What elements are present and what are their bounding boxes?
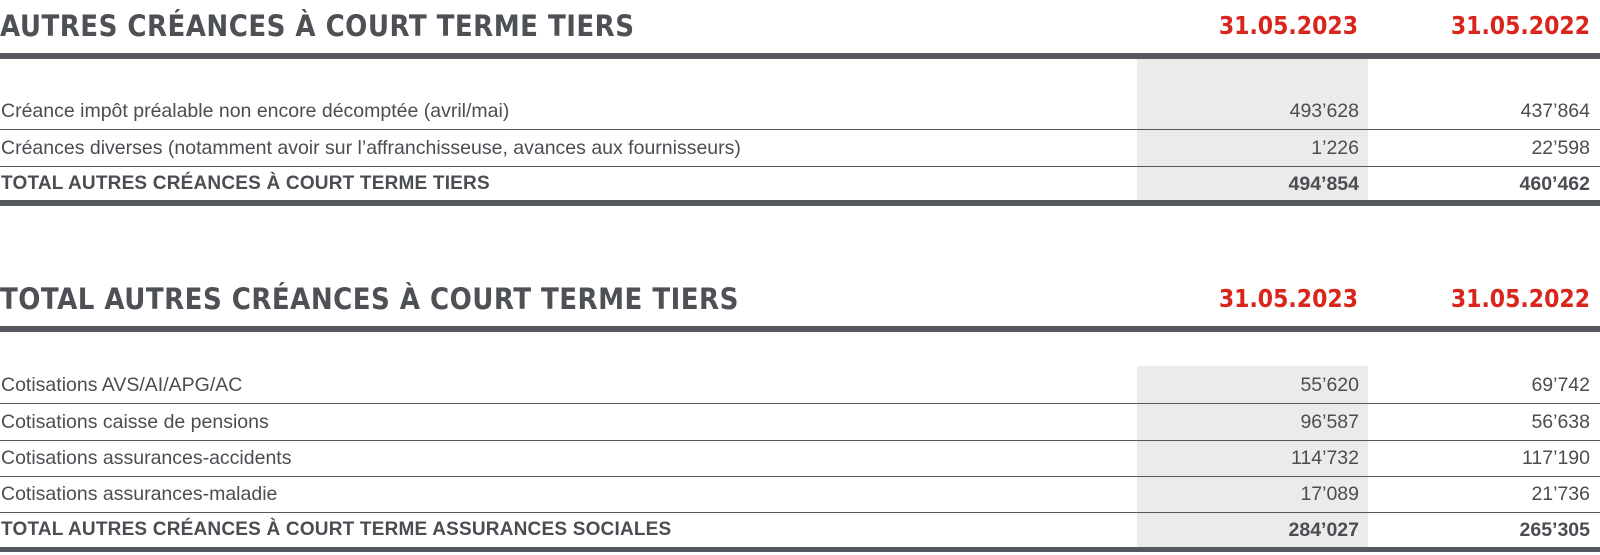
column-header-2023: 31.05.2023: [1218, 11, 1358, 40]
value-2022: 69’742: [1531, 374, 1590, 396]
table-row: Cotisations AVS/AI/APG/AC 55’620 69’742: [0, 367, 1600, 404]
value-2022: 22’598: [1531, 137, 1590, 159]
column-header-2022: 31.05.2022: [1450, 11, 1590, 40]
total-row: TOTAL AUTRES CRÉANCES À COURT TERME ASSU…: [0, 512, 1600, 548]
row-label: Cotisations AVS/AI/APG/AC: [1, 374, 243, 396]
row-label: Cotisations assurances-accidents: [1, 447, 292, 469]
table-row: Cotisations caisse de pensions 96’587 56…: [0, 404, 1600, 441]
total-row: TOTAL AUTRES CRÉANCES À COURT TERME TIER…: [0, 166, 1600, 202]
table-row: Créance impôt préalable non encore décom…: [0, 93, 1600, 130]
table-row: Créances diverses (notamment avoir sur l…: [0, 130, 1600, 167]
total-2022: 265’305: [1519, 519, 1591, 541]
header-rule: [0, 326, 1600, 332]
value-2023: 1’226: [1311, 137, 1359, 159]
value-2023: 55’620: [1300, 374, 1359, 396]
section-header: TOTAL AUTRES CRÉANCES À COURT TERME TIER…: [0, 277, 1600, 317]
value-2023: 17’089: [1300, 483, 1359, 505]
total-label: TOTAL AUTRES CRÉANCES À COURT TERME TIER…: [1, 173, 490, 194]
value-2022: 56’638: [1531, 411, 1590, 433]
section-autres-creances-tiers: AUTRES CRÉANCES À COURT TERME TIERS 31.0…: [0, 0, 1600, 210]
row-label: Créances diverses (notamment avoir sur l…: [1, 137, 741, 159]
total-label: TOTAL AUTRES CRÉANCES À COURT TERME ASSU…: [1, 519, 672, 540]
total-2022: 460’462: [1519, 173, 1591, 195]
section-header: AUTRES CRÉANCES À COURT TERME TIERS 31.0…: [0, 4, 1600, 44]
header-rule: [0, 53, 1600, 59]
row-label: Cotisations assurances-maladie: [1, 483, 278, 505]
value-2022: 437’864: [1520, 100, 1590, 122]
section-title: AUTRES CRÉANCES À COURT TERME TIERS: [0, 9, 635, 43]
total-2023: 494’854: [1288, 173, 1360, 195]
highlight-column-2023: [1137, 366, 1368, 547]
column-header-2023: 31.05.2023: [1218, 284, 1358, 313]
table-row: Cotisations assurances-accidents 114’732…: [0, 440, 1600, 477]
footer-rule: [0, 547, 1600, 552]
value-2023: 493’628: [1289, 100, 1359, 122]
table-row: Cotisations assurances-maladie 17’089 21…: [0, 476, 1600, 513]
value-2023: 114’732: [1291, 447, 1359, 469]
row-label: Créance impôt préalable non encore décom…: [1, 100, 510, 122]
value-2022: 21’736: [1531, 483, 1590, 505]
value-2023: 96’587: [1300, 411, 1359, 433]
total-2023: 284’027: [1288, 519, 1360, 541]
footer-rule: [0, 200, 1600, 206]
column-header-2022: 31.05.2022: [1450, 284, 1590, 313]
section-title: TOTAL AUTRES CRÉANCES À COURT TERME TIER…: [0, 282, 739, 316]
value-2022: 117’190: [1522, 447, 1590, 469]
row-label: Cotisations caisse de pensions: [1, 411, 269, 433]
